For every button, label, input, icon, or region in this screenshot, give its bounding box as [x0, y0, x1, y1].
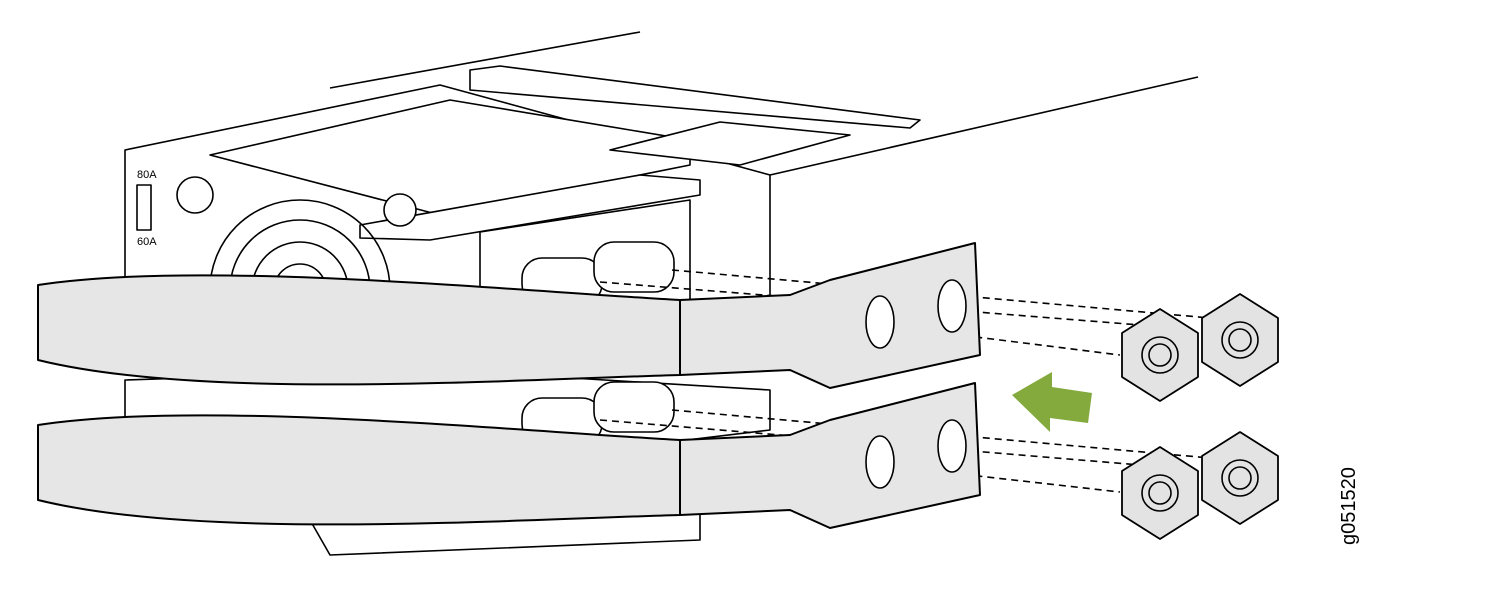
thumbscrew — [176, 176, 214, 214]
power-cable-lower — [37, 382, 981, 529]
flange-nuts — [1121, 293, 1279, 540]
nut — [1201, 293, 1279, 387]
breaker-label-60a: 60A — [137, 236, 157, 248]
thumbscrew — [383, 193, 417, 227]
figure-id: g051520 — [1338, 467, 1360, 545]
nut — [1121, 446, 1199, 540]
breaker-label-80a: 80A — [137, 169, 157, 181]
power-cable-upper — [37, 242, 981, 389]
insert-direction-arrow — [1012, 372, 1092, 432]
breaker-switch — [136, 184, 152, 231]
nut — [1121, 308, 1199, 402]
nut — [1201, 431, 1279, 525]
